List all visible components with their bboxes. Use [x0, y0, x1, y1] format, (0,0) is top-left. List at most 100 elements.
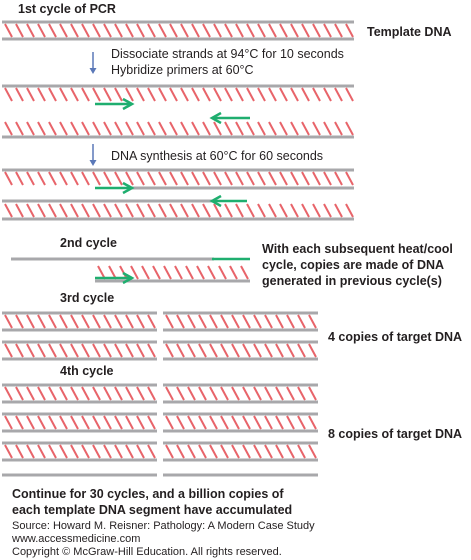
- hatch-mark: [125, 171, 134, 186]
- source-url: www.accessmedicine.com: [12, 533, 141, 545]
- hatch-mark: [26, 121, 35, 136]
- hatch-mark: [279, 121, 288, 136]
- hatch-mark: [81, 386, 90, 401]
- hatch-mark: [125, 444, 134, 459]
- primer-arrow-right-icon: [122, 271, 135, 285]
- hatch-mark: [290, 121, 299, 136]
- hatch-mark: [59, 87, 68, 102]
- hatch-mark: [4, 343, 13, 358]
- hatch-mark: [136, 444, 145, 459]
- hatch-mark: [229, 265, 238, 280]
- hatch-mark: [312, 171, 321, 186]
- hatch-mark: [290, 87, 299, 102]
- hatch-mark: [59, 23, 68, 38]
- source-credit: Source: Howard M. Reisner: Pathology: A …: [12, 520, 315, 532]
- hatch-mark: [48, 171, 57, 186]
- hatch-mark: [220, 343, 229, 358]
- hatch-mark: [268, 87, 277, 102]
- primer-arrow-right-icon: [122, 97, 135, 111]
- cycle4-heading: 4th cycle: [60, 364, 114, 378]
- hatch-mark: [48, 314, 57, 329]
- hatch-mark: [290, 203, 299, 218]
- summary-line1: Continue for 30 cycles, and a billion co…: [12, 487, 284, 501]
- hatch-mark: [301, 171, 310, 186]
- hatch-mark: [48, 343, 57, 358]
- hatch-mark: [70, 343, 79, 358]
- hatch-mark: [114, 314, 123, 329]
- hatch-mark: [92, 444, 101, 459]
- hatch-mark: [268, 171, 277, 186]
- hatch-mark: [4, 23, 13, 38]
- hatch-mark: [70, 87, 79, 102]
- hatch-mark: [191, 121, 200, 136]
- hatch-mark: [213, 171, 222, 186]
- hatch-mark: [114, 415, 123, 430]
- hatch-mark: [48, 386, 57, 401]
- hatch-mark: [125, 415, 134, 430]
- hatch-mark: [158, 87, 167, 102]
- hatch-mark: [92, 121, 101, 136]
- cycle4-duplex-left-2: [2, 441, 157, 462]
- hatch-mark: [253, 314, 262, 329]
- separated-strand-top: [2, 84, 354, 102]
- hatch-mark: [246, 23, 255, 38]
- hatch-mark: [187, 415, 196, 430]
- hatch-mark: [59, 171, 68, 186]
- hatch-mark: [224, 87, 233, 102]
- hatch-mark: [114, 23, 123, 38]
- hatch-mark: [196, 265, 205, 280]
- hatch-mark: [235, 203, 244, 218]
- hatch-mark: [125, 121, 134, 136]
- hatch-mark: [198, 415, 207, 430]
- hatch-mark: [345, 23, 354, 38]
- hatch-mark: [242, 415, 251, 430]
- hatch-mark: [268, 203, 277, 218]
- hatch-mark: [70, 314, 79, 329]
- hatch-mark: [165, 386, 174, 401]
- hatch-mark: [136, 386, 145, 401]
- cycle3-duplex-left-1: [2, 340, 157, 361]
- hatch-mark: [125, 23, 134, 38]
- primer-forward-1: [95, 97, 135, 111]
- hatch-mark: [147, 444, 156, 459]
- hatch-mark: [26, 203, 35, 218]
- hatch-mark: [308, 314, 317, 329]
- hatch-mark: [275, 415, 284, 430]
- hatch-mark: [59, 203, 68, 218]
- hatch-mark: [81, 121, 90, 136]
- hatch-mark: [136, 171, 145, 186]
- hatch-mark: [103, 444, 112, 459]
- hatch-mark: [92, 171, 101, 186]
- hatch-mark: [191, 23, 200, 38]
- hatch-mark: [114, 121, 123, 136]
- hatch-mark: [92, 87, 101, 102]
- hatch-mark: [92, 343, 101, 358]
- hatch-mark: [103, 386, 112, 401]
- hatch-mark: [297, 415, 306, 430]
- hatch-mark: [191, 203, 200, 218]
- hatch-mark: [15, 87, 24, 102]
- hatch-mark: [264, 415, 273, 430]
- hatch-mark: [209, 343, 218, 358]
- hatch-mark: [246, 121, 255, 136]
- hatch-mark: [334, 171, 343, 186]
- hatch-mark: [59, 386, 68, 401]
- hatch-mark: [176, 444, 185, 459]
- hatch-mark: [136, 87, 145, 102]
- hatch-mark: [345, 87, 354, 102]
- cycle3-heading: 3rd cycle: [60, 291, 115, 305]
- copyright: Copyright © McGraw-Hill Education. All r…: [12, 546, 282, 558]
- hatch-mark: [257, 203, 266, 218]
- hatch-mark: [165, 415, 174, 430]
- hatch-mark: [136, 314, 145, 329]
- hatch-mark: [345, 171, 354, 186]
- hatch-mark: [180, 121, 189, 136]
- hatch-mark: [125, 343, 134, 358]
- hatch-mark: [70, 171, 79, 186]
- hatch-mark: [297, 343, 306, 358]
- hatch-mark: [59, 314, 68, 329]
- primer-forward-2: [95, 181, 135, 195]
- hatch-mark: [165, 314, 174, 329]
- hatch-mark: [92, 23, 101, 38]
- primer-arrow-left-icon: [209, 194, 222, 208]
